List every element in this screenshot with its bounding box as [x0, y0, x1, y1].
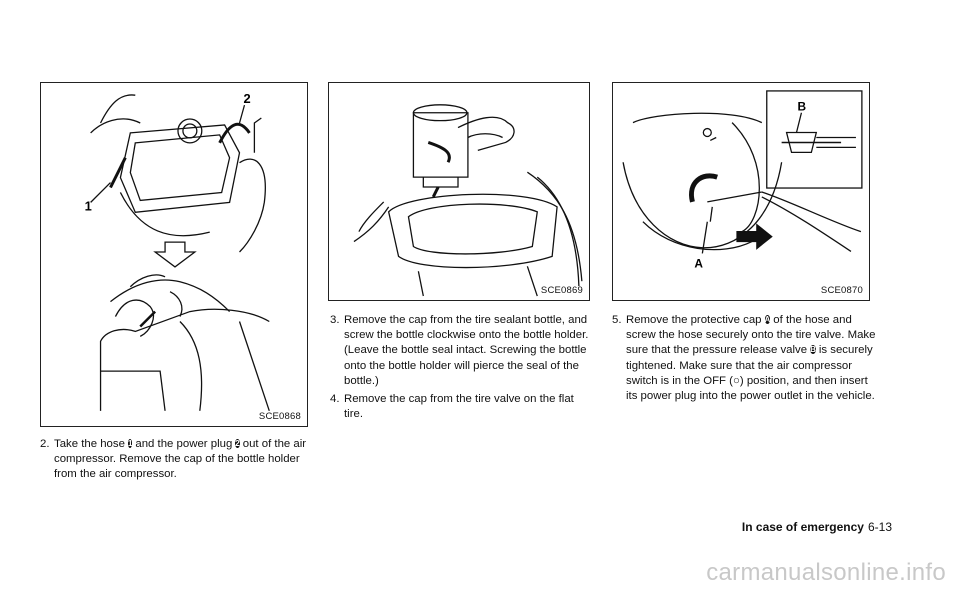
figure-sce0870: B A SCE0870 — [612, 82, 870, 301]
step-text: ) position, and then insert its power pl… — [626, 374, 875, 403]
step-text: is securely tightened. Make sure that th… — [626, 344, 873, 387]
callout-a-label: A — [694, 256, 703, 270]
page-number: 6-13 — [867, 520, 892, 534]
step-number: 4. — [330, 393, 340, 405]
step-text: Remove the cap from the tire valve on th… — [344, 393, 574, 421]
compressor-hose-illustration: 1 2 — [85, 91, 270, 412]
step-3: 3. Remove the cap from the tire sealant … — [330, 313, 594, 389]
step-text: out of the air compressor. Remove the ca… — [54, 438, 307, 481]
step-text: Remove the cap from the tire sealant bot… — [344, 314, 589, 387]
figure-code: SCE0869 — [540, 285, 583, 296]
section-title: In case of emergency — [741, 520, 864, 534]
tire-valve-hose-illustration: B A — [622, 90, 863, 270]
callout-a-icon: A — [764, 315, 771, 324]
callout-b-label: B — [797, 100, 806, 114]
step-4: 4. Remove the cap from the tire valve on… — [330, 392, 594, 422]
figure-code: SCE0870 — [820, 285, 863, 296]
step-text: Take the hose — [54, 438, 125, 450]
sealant-bottle-illustration — [353, 104, 583, 297]
figure-sce0868: 1 2 SCE0868 — [40, 82, 308, 427]
step-number: 5. — [612, 314, 622, 326]
step-text: Remove the protective cap — [626, 314, 762, 326]
off-symbol-icon: ○ — [732, 374, 740, 387]
callout-2-label: 2 — [243, 91, 250, 106]
step-text: of the hose and screw the hose securely … — [626, 314, 876, 357]
figure-sce0869: SCE0869 — [328, 82, 590, 301]
callout-b-icon: B — [810, 345, 816, 355]
figure-code: SCE0868 — [258, 411, 301, 422]
callout-1-icon: 1 — [127, 439, 133, 448]
callout-1-label: 1 — [85, 198, 92, 213]
step-number: 3. — [330, 314, 340, 326]
callout-2-icon: 2 — [235, 439, 240, 448]
step-number: 2. — [40, 438, 50, 450]
watermark: carmanualsonline.info — [706, 559, 946, 586]
step-text: and the power plug — [135, 438, 233, 450]
